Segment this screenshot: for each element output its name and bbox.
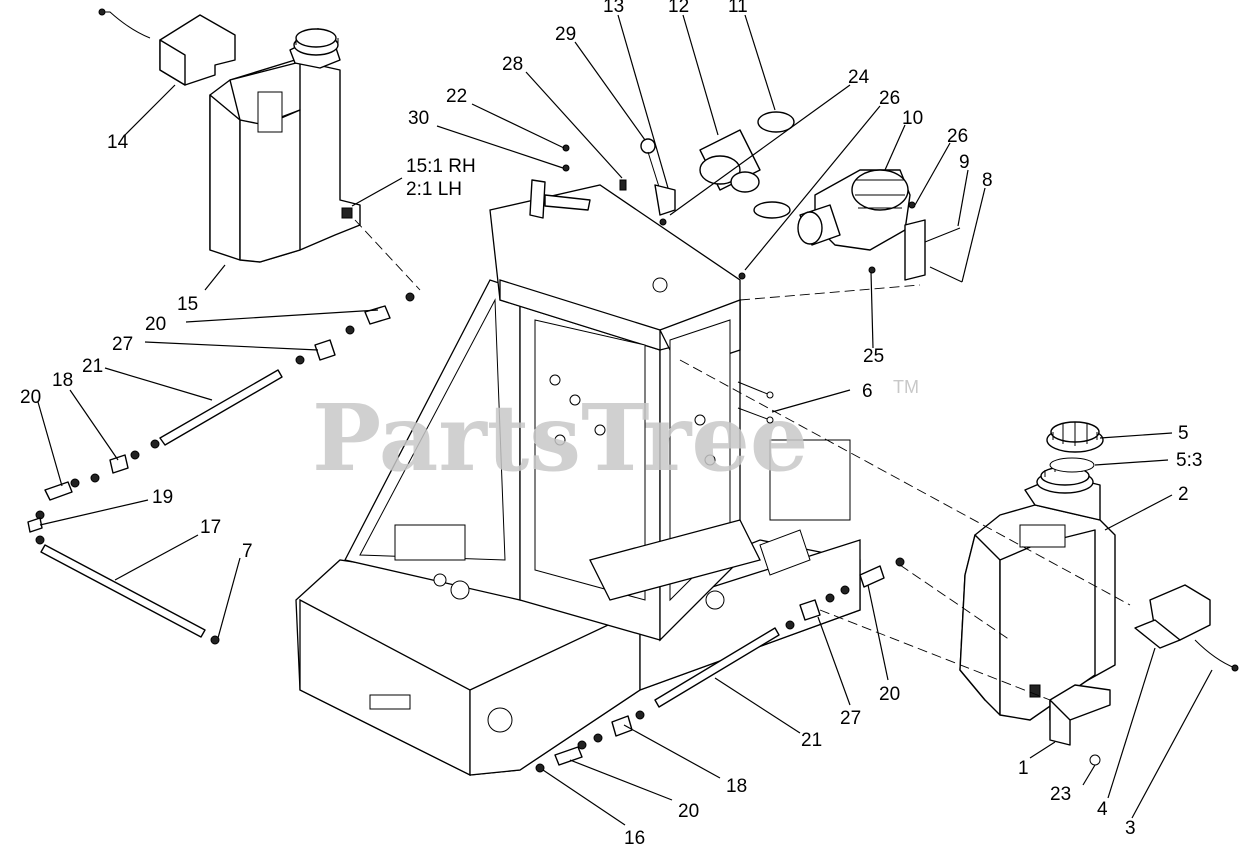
callout-14: 14: [107, 132, 129, 153]
callout-20-b: 20: [20, 387, 41, 408]
callout-7: 7: [242, 541, 253, 562]
callout-5: 5: [1178, 423, 1189, 444]
callout-22: 22: [446, 86, 467, 107]
callout-1: 1: [1018, 758, 1029, 779]
callout-29: 29: [555, 24, 576, 45]
callout-27-a: 27: [112, 334, 133, 355]
watermark-trademark: TM: [893, 377, 919, 397]
callout-21-a: 21: [82, 356, 103, 377]
callout-ratio-rh: 15:1 RH: [406, 156, 476, 177]
callout-12: 12: [668, 0, 689, 17]
callout-21-b: 21: [801, 730, 822, 751]
callout-2: 2: [1178, 484, 1189, 505]
callout-15: 15: [177, 294, 198, 315]
callout-19: 19: [152, 487, 173, 508]
callout-11: 11: [728, 0, 748, 17]
callout-6: 6: [862, 381, 873, 402]
callout-13: 13: [603, 0, 624, 17]
callout-24: 24: [848, 67, 870, 88]
callout-10: 10: [902, 108, 923, 129]
callout-28: 28: [502, 54, 523, 75]
watermark-text: PartsTree: [312, 384, 808, 492]
callout-26-right: 26: [947, 126, 968, 147]
callout-9: 9: [959, 152, 970, 173]
callout-30: 30: [408, 108, 429, 129]
main-frame: [295, 179, 861, 777]
bracket-14: [98, 8, 236, 86]
bolts-6: [737, 227, 963, 424]
assembly-lines: [354, 219, 1131, 701]
callout-20-c: 20: [879, 684, 900, 705]
callout-8: 8: [982, 170, 993, 191]
hose-12: [699, 111, 795, 219]
callout-25: 25: [863, 346, 884, 367]
callout-18-b: 18: [726, 776, 747, 797]
callout-18-a: 18: [52, 370, 73, 391]
bracket-1: [1049, 684, 1111, 766]
leader-lines: [37, 14, 1213, 826]
callout-17: 17: [200, 517, 221, 538]
right-fuel-tank: [959, 464, 1116, 721]
callout-20-a: 20: [145, 314, 166, 335]
callout-labels: 13 12 11 29 28 24 22 26 10 30 26 9 8 14 …: [20, 0, 1202, 849]
air-cleaner: [797, 169, 926, 281]
callout-3: 3: [1125, 818, 1136, 839]
callout-23: 23: [1050, 784, 1071, 805]
callout-16: 16: [624, 828, 645, 849]
left-fuel-tank: [209, 28, 361, 263]
callout-5-3: 5:3: [1176, 450, 1202, 471]
callout-26-top: 26: [879, 88, 900, 109]
fuel-lines-right: [535, 557, 905, 773]
callout-4: 4: [1097, 799, 1108, 820]
callout-ratio-lh: 2:1 LH: [406, 179, 462, 200]
throttle-lever: [562, 138, 746, 280]
fuel-cap-5: [1046, 421, 1104, 473]
callout-27-b: 27: [840, 708, 861, 729]
fuel-lines-left: [27, 292, 415, 645]
bracket-4: [1134, 584, 1239, 672]
callout-20-d: 20: [678, 801, 699, 822]
